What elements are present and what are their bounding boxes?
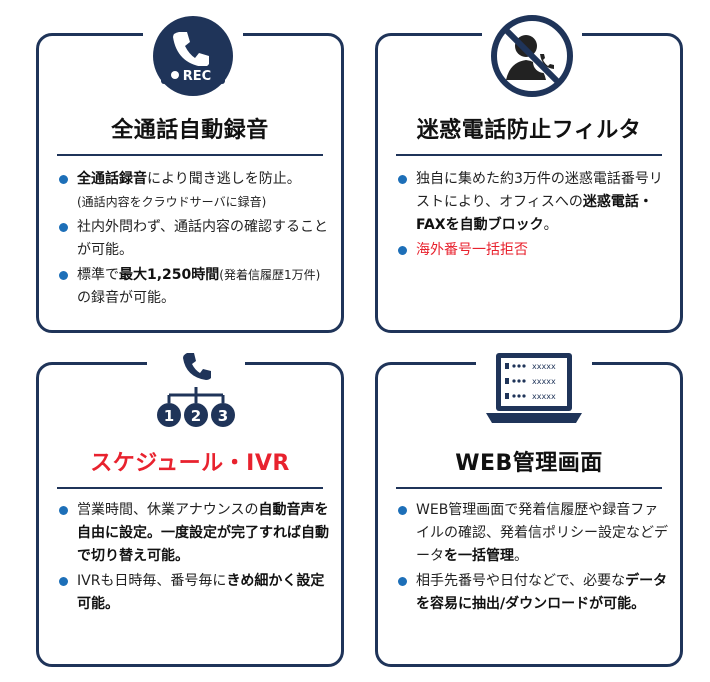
bullet-list: 全通話録音により聞き逃しを防止。 (通話内容をクラウドサーバに録音) 社内外問わ…: [55, 168, 331, 312]
list-item: 相手先番号や日付などで、必要なデータを容易に抽出/ダウンロードが可能。: [394, 570, 670, 616]
list-item: IVRも日時毎、番号毎にきめ細かく設定可能。: [55, 570, 331, 616]
divider: [57, 154, 323, 156]
card-title: 迷惑電話防止フィルタ: [416, 118, 642, 143]
bullet-list: WEB管理画面で発着信履歴や録音ファイルの確認、発着信ポリシー設定などデータを一…: [394, 499, 670, 618]
no-call-icon: [482, 14, 582, 98]
divider: [396, 487, 662, 489]
svg-text:REC: REC: [183, 69, 211, 84]
list-item: 独自に集めた約3万件の迷惑電話番号リストにより、オフィスへの迷惑電話・FAXを自…: [394, 168, 670, 237]
divider: [396, 154, 662, 156]
svg-text:xxxxx: xxxxx: [532, 362, 556, 371]
list-item: 社内外問わず、通話内容の確認することが可能。: [55, 216, 331, 262]
list-item: 海外番号一括拒否: [394, 239, 670, 262]
card-spam-filter: 迷惑電話防止フィルタ 独自に集めた約3万件の迷惑電話番号リストにより、オフィスへ…: [375, 14, 683, 333]
list-item: 営業時間、休業アナウンスの自動音声を自由に設定。一度設定が完了すれば自動で切り替…: [55, 499, 331, 568]
card-web-admin: xxxxx xxxxx xxxxx WEB管理画面 WEB管理画面で発着信履歴や…: [375, 351, 683, 667]
laptop-icon: xxxxx xxxxx xxxxx: [476, 351, 592, 427]
divider: [57, 487, 323, 489]
card-title: WEB管理画面: [455, 451, 603, 476]
rec-phone-icon: REC: [143, 14, 243, 98]
ivr-tree-icon: 1 2 3: [147, 351, 245, 431]
card-title: スケジュール・IVR: [90, 451, 290, 476]
card-schedule-ivr: 1 2 3 スケジュール・IVR 営業時間、休業アナウンスの自動音声を自由に設定…: [36, 351, 344, 667]
svg-text:3: 3: [218, 407, 228, 425]
svg-text:2: 2: [191, 407, 201, 425]
list-item: WEB管理画面で発着信履歴や録音ファイルの確認、発着信ポリシー設定などデータを一…: [394, 499, 670, 568]
svg-text:xxxxx: xxxxx: [532, 377, 556, 386]
bullet-list: 独自に集めた約3万件の迷惑電話番号リストにより、オフィスへの迷惑電話・FAXを自…: [394, 168, 670, 264]
bullet-list: 営業時間、休業アナウンスの自動音声を自由に設定。一度設定が完了すれば自動で切り替…: [55, 499, 331, 618]
card-title: 全通話自動録音: [111, 118, 269, 143]
svg-text:xxxxx: xxxxx: [532, 392, 556, 401]
svg-text:1: 1: [164, 407, 174, 425]
list-item: 全通話録音により聞き逃しを防止。 (通話内容をクラウドサーバに録音): [55, 168, 331, 214]
card-call-recording: REC 全通話自動録音 全通話録音により聞き逃しを防止。 (通話内容をクラウドサ…: [36, 14, 344, 333]
list-item: 標準で最大1,250時間(発着信履歴1万件)の録音が可能。: [55, 264, 331, 310]
